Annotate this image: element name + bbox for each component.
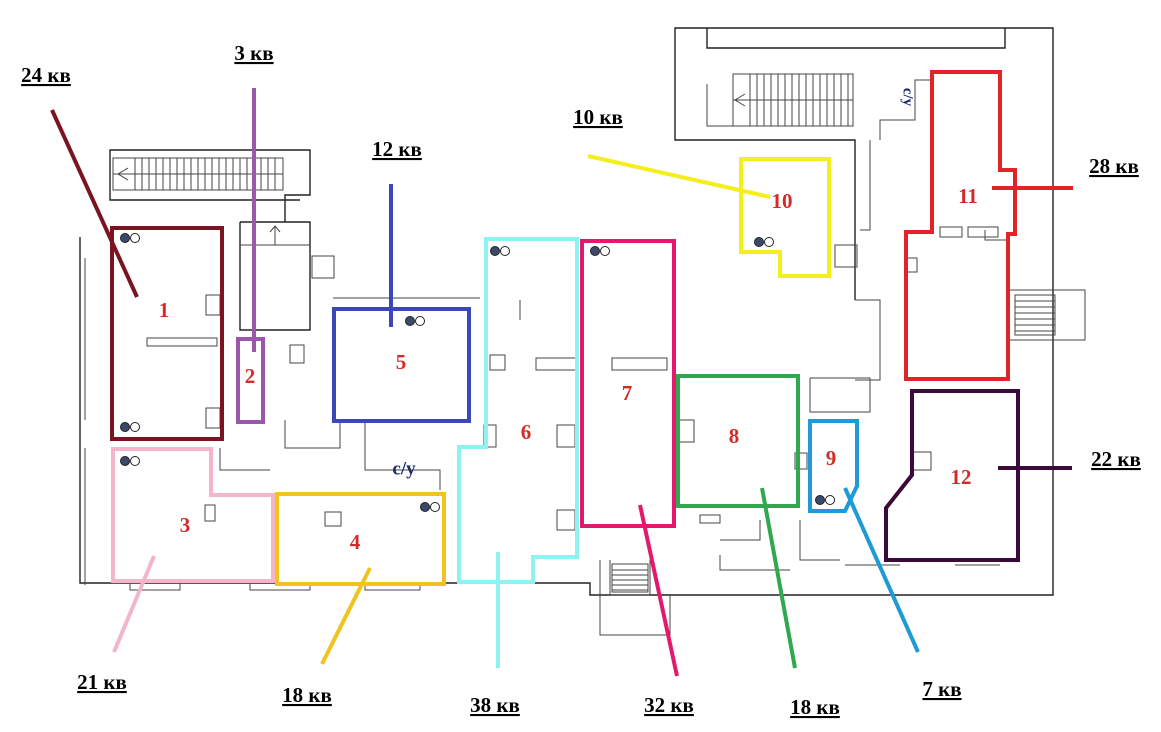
room-8-outline[interactable] — [676, 374, 800, 508]
room-1-number: 1 — [159, 298, 170, 322]
room-7-outline[interactable] — [580, 239, 676, 528]
room-6-outline[interactable] — [457, 237, 579, 584]
socket-icon — [120, 456, 140, 466]
socket-icon — [120, 422, 140, 432]
room-2-outline[interactable] — [236, 337, 265, 424]
room-5-outline[interactable] — [332, 307, 471, 423]
stairs-icon — [706, 73, 854, 127]
room-12-outline[interactable] — [884, 389, 1020, 562]
room-11-outline[interactable] — [904, 70, 1017, 381]
room-12-area: 22 кв — [1091, 447, 1141, 471]
wc-label-vertical: с/у — [900, 88, 916, 107]
socket-icon — [405, 316, 425, 326]
room-8-number: 8 — [729, 424, 740, 448]
room-8-area: 18 кв — [790, 695, 840, 719]
room-7-number: 7 — [622, 381, 633, 405]
room-10-number: 10 — [772, 189, 793, 213]
socket-icon — [815, 495, 835, 505]
room-4-number: 4 — [350, 530, 361, 554]
room-3-outline[interactable] — [111, 447, 275, 583]
socket-icon — [490, 246, 510, 256]
socket-icon — [590, 246, 610, 256]
room-2-area: 3 кв — [234, 41, 273, 65]
area-callouts: 24 кв 3 кв 12 кв 10 кв 28 кв 22 кв 21 кв… — [21, 41, 1141, 719]
room-11-number: 11 — [958, 184, 978, 208]
leader-lines — [50, 88, 1073, 677]
room-4-area: 18 кв — [282, 683, 332, 707]
room-2-number: 2 — [245, 364, 256, 388]
room-9-area: 7 кв — [922, 677, 961, 701]
socket-group — [120, 233, 835, 512]
stairs-icon — [112, 157, 284, 191]
room-9-number: 9 — [826, 446, 837, 470]
room-11-area: 28 кв — [1089, 154, 1139, 178]
stairs-icon — [611, 563, 649, 593]
socket-icon — [420, 502, 440, 512]
room-3-number: 3 — [180, 513, 191, 537]
room-4-outline[interactable] — [275, 492, 446, 586]
socket-icon — [120, 233, 140, 243]
room-5-number: 5 — [396, 350, 407, 374]
arrow-up-icon — [269, 225, 281, 245]
room-7-area: 32 кв — [644, 693, 694, 717]
room-10-area: 10 кв — [573, 105, 623, 129]
room-6-area: 38 кв — [470, 693, 520, 717]
room-3-area: 21 кв — [77, 670, 127, 694]
room-12-number: 12 — [951, 465, 972, 489]
room-numbers: 1 2 3 4 5 6 7 8 9 10 11 12 — [159, 184, 978, 554]
room-1-area: 24 кв — [21, 63, 71, 87]
room-1-outline[interactable] — [110, 226, 224, 441]
room-10-outline[interactable] — [739, 157, 831, 278]
socket-icon — [754, 237, 774, 247]
room-6-number: 6 — [521, 420, 532, 444]
room-outlines — [110, 70, 1020, 586]
wc-label: с/у — [392, 458, 416, 479]
room-5-area: 12 кв — [372, 137, 422, 161]
stairs-icon — [1014, 294, 1056, 336]
